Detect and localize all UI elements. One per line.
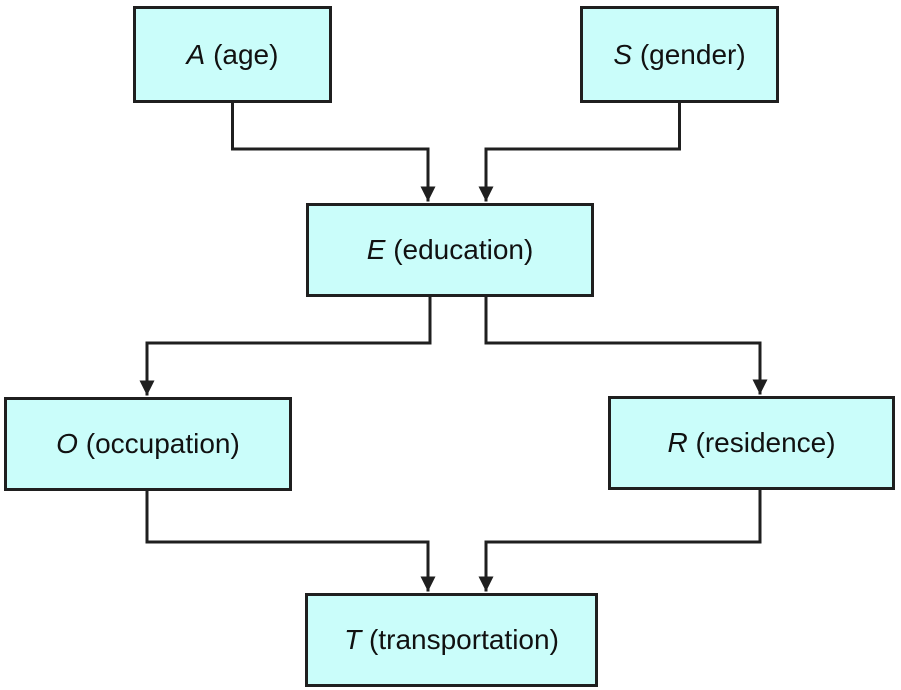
node-age-symbol: A [186, 38, 206, 70]
edge-education-to-occupation [139, 297, 432, 396]
node-occupation: O(occupation) [4, 397, 292, 491]
edge-education-to-residence [484, 297, 768, 395]
edge-gender-to-education [478, 103, 681, 202]
node-education-label: (education) [393, 234, 534, 265]
node-education-symbol: E [366, 234, 386, 265]
node-gender-symbol: S [613, 38, 632, 70]
edge-occupation-to-transportation [145, 491, 436, 592]
node-age: A(age) [133, 6, 332, 103]
edge-residence-to-transportation [478, 490, 762, 592]
node-transportation-symbol: T [344, 624, 362, 655]
node-gender-label: (gender) [639, 38, 746, 70]
node-residence-label: (residence) [695, 427, 836, 458]
node-gender: S(gender) [580, 6, 779, 103]
node-occupation-label: (occupation) [85, 428, 240, 459]
node-residence: R(residence) [608, 396, 895, 490]
node-residence-symbol: R [667, 427, 688, 458]
edge-age-to-education [231, 103, 436, 202]
node-age-label: (age) [213, 38, 279, 70]
node-transportation-label: (transportation) [369, 624, 559, 655]
node-transportation: T(transportation) [305, 593, 598, 687]
node-occupation-symbol: O [56, 428, 78, 459]
node-education: E(education) [306, 203, 594, 297]
